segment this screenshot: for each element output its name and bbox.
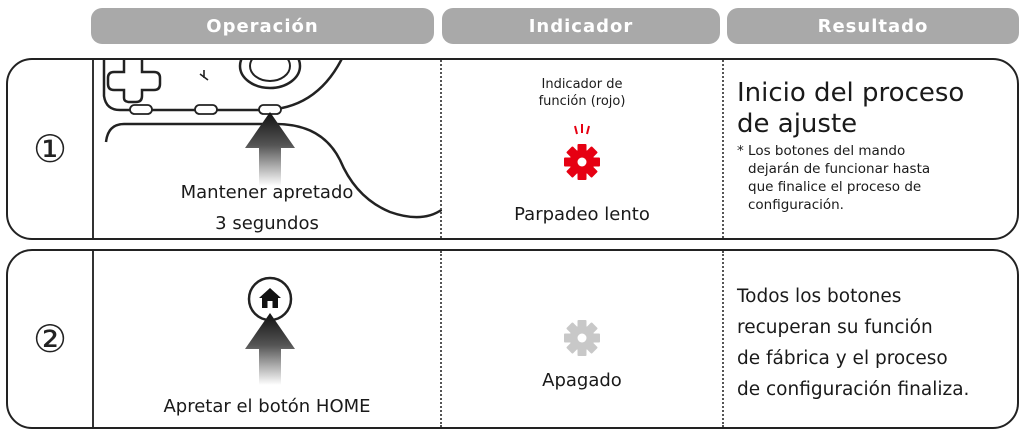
column-divider (92, 60, 94, 238)
result-title-line2: de ajuste (737, 109, 858, 139)
result-text-line2: recuperan su función (737, 317, 933, 338)
result-note-line3: que finalice el proceso de (748, 179, 922, 195)
column-divider-dotted (722, 60, 724, 238)
column-divider-dotted (440, 251, 442, 427)
result-note-line1: * Los botones del mando (737, 143, 906, 159)
column-divider-dotted (440, 60, 442, 238)
header-result: Resultado (727, 8, 1019, 44)
header-operation: Operación (91, 8, 434, 44)
step-row-1: ① Mantener apretado 3 segundos (6, 58, 1019, 240)
column-divider-dotted (722, 251, 724, 427)
operation-text: Apretar el botón HOME (163, 396, 371, 417)
step-number-2: ② (32, 317, 68, 361)
controller-illustration (102, 60, 442, 219)
step-number-1: ① (32, 127, 68, 171)
home-button-illustration (245, 276, 295, 385)
indicator-state-text: Parpadeo lento (514, 204, 650, 225)
indicator-state-text: Apagado (542, 370, 622, 391)
result-note-line4: configuración. (748, 197, 844, 213)
result-text-line3: de fábrica y el proceso (737, 348, 948, 369)
result-text-line4: de configuración finaliza. (737, 379, 970, 400)
column-divider (92, 251, 94, 427)
result-text-line1: Todos los botones (737, 286, 902, 307)
header-indicator: Indicador (442, 8, 720, 44)
result-title-line1: Inicio del proceso (737, 78, 965, 108)
operation-text-line1: Mantener apretado (180, 182, 354, 203)
indicator-label-line2: función (rojo) (538, 94, 626, 109)
function-indicator-red-gear-icon (564, 124, 600, 180)
operation-text-line2: 3 segundos (215, 213, 319, 234)
result-note-line2: dejarán de funcionar hasta (748, 161, 931, 177)
indicator-label-line1: Indicador de (541, 77, 623, 92)
step-row-2: ② Apretar el botón HOME Apagado (6, 249, 1019, 429)
function-indicator-off-gear-icon (564, 320, 600, 356)
